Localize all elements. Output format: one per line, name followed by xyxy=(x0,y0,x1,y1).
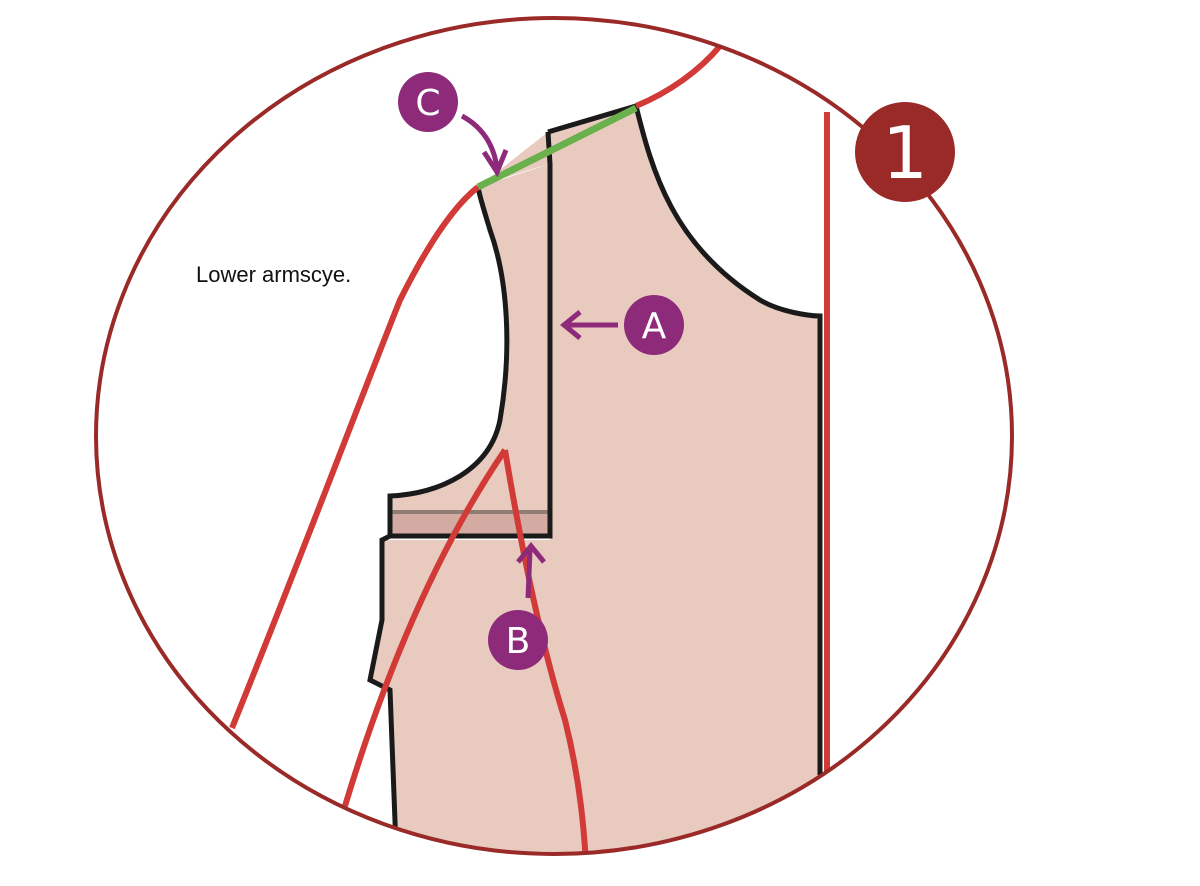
bodice-piece-armscye xyxy=(390,164,550,536)
marker-a-label: A xyxy=(642,306,667,347)
marker-a-arrowhead xyxy=(560,310,582,340)
marker-c-arrowhead xyxy=(481,149,509,178)
red-line-shoulder-extension xyxy=(634,44,723,109)
armscye-curve xyxy=(367,186,510,854)
detail-circle xyxy=(94,16,1014,856)
red-line-outer-shoulder xyxy=(229,184,480,730)
marker-b-arrowhead xyxy=(516,542,546,564)
marker-c-label: C xyxy=(415,83,440,124)
marker-c: C xyxy=(398,72,509,178)
bodice-piece-main xyxy=(370,106,820,854)
marker-c-circle xyxy=(398,72,458,132)
shoulder-highlight xyxy=(476,104,638,191)
step-badge: 1 xyxy=(855,102,955,202)
marker-b-circle xyxy=(488,610,548,670)
step-badge-circle xyxy=(855,102,955,202)
annotation-lower-armscye: Lower armscye. xyxy=(196,262,351,287)
pattern-content xyxy=(229,44,830,854)
marker-a: A xyxy=(560,295,684,355)
red-line-side-right xyxy=(502,449,591,854)
marker-a-circle xyxy=(624,295,684,355)
marker-b-arrow-shaft xyxy=(525,549,533,599)
overlap-band xyxy=(390,510,550,536)
main-piece-outline xyxy=(547,102,823,775)
red-line-side-left xyxy=(342,448,508,807)
marker-c-arrow-shaft xyxy=(460,113,500,169)
marker-b-label: B xyxy=(506,621,531,662)
marker-b: B xyxy=(488,542,548,670)
step-badge-number: 1 xyxy=(882,111,928,195)
